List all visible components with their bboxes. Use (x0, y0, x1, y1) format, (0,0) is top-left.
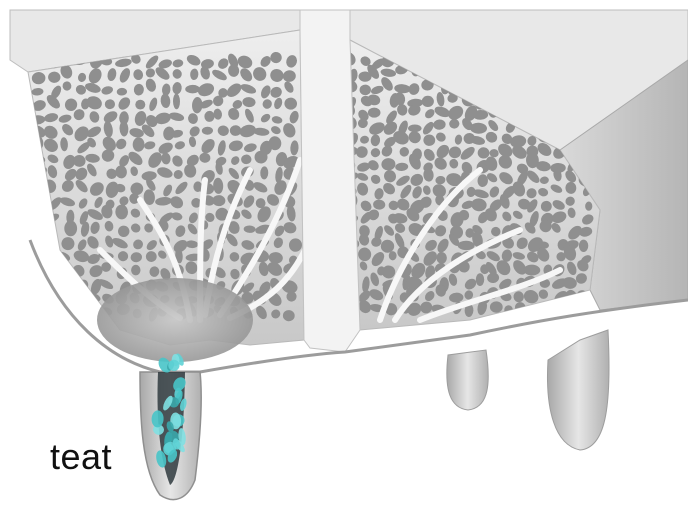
teat-label: teat (50, 439, 112, 475)
rear-teat-large (547, 330, 609, 450)
alveolus (31, 281, 49, 294)
alveolus (530, 304, 542, 317)
alveolus (52, 263, 62, 279)
alveolus (547, 301, 565, 314)
alveolus (30, 306, 46, 319)
alveolus (48, 306, 63, 321)
alveolus (575, 299, 589, 313)
alveolus (64, 281, 78, 295)
alveolus (76, 310, 87, 318)
rear-teat-small (447, 350, 488, 410)
alveolus (31, 296, 43, 308)
alveolus (408, 125, 422, 133)
alveolus (131, 265, 140, 276)
alveolus (476, 273, 484, 286)
alveolus (31, 198, 47, 212)
alveolus (566, 302, 577, 312)
alveolus (46, 252, 60, 266)
median-septum (300, 10, 360, 352)
alveolus (64, 221, 77, 237)
alveolus (59, 266, 73, 281)
alveolus (37, 224, 51, 240)
alveolus (76, 292, 91, 309)
alveolus (422, 96, 434, 107)
alveolus (135, 100, 145, 110)
alveolus (28, 208, 43, 221)
alveolus (30, 181, 44, 196)
gland-cistern (97, 278, 253, 362)
